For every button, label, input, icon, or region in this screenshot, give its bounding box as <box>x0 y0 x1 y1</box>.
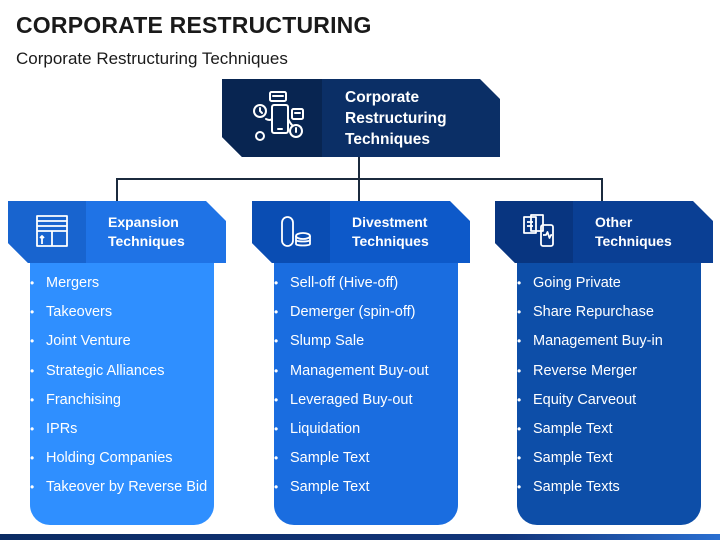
category-divestment: Divestment Techniques Sell-off (Hive-off… <box>252 201 470 525</box>
list-item: Sample Text <box>517 448 663 477</box>
list-item: Equity Carveout <box>517 390 663 419</box>
connector-right-drop <box>601 178 603 202</box>
category-label-line-1: Other <box>595 214 633 230</box>
center-label-line-2: Restructuring <box>345 110 447 127</box>
category-item-list: Sell-off (Hive-off) Demerger (spin-off) … <box>274 273 429 507</box>
footer-accent-bar <box>0 534 720 540</box>
list-item: Liquidation <box>274 419 429 448</box>
list-item: Sample Text <box>517 419 663 448</box>
list-item: IPRs <box>30 419 207 448</box>
list-item: Joint Venture <box>30 331 207 360</box>
category-label-line-2: Techniques <box>108 233 185 249</box>
list-item: Sample Texts <box>517 477 663 506</box>
connector-left-drop <box>116 178 118 202</box>
list-item: Slump Sale <box>274 331 429 360</box>
category-item-list: Going Private Share Repurchase Managemen… <box>517 273 663 507</box>
digital-devices-icon <box>253 91 304 141</box>
center-node-label: Corporate Restructuring Techniques <box>345 87 485 150</box>
center-label-line-3: Techniques <box>345 131 430 148</box>
list-item: Share Repurchase <box>517 302 663 331</box>
slide-title: CORPORATE RESTRUCTURING <box>16 12 372 38</box>
list-item: Takeovers <box>30 302 207 331</box>
category-label-line-2: Techniques <box>352 233 429 249</box>
category-expansion: Expansion Techniques Mergers Takeovers J… <box>8 201 226 525</box>
category-label: Other Techniques <box>595 213 705 251</box>
category-other: Other Techniques Going Private Share Rep… <box>495 201 713 525</box>
list-item: Sample Text <box>274 448 429 477</box>
list-item: Leveraged Buy-out <box>274 390 429 419</box>
category-label: Expansion Techniques <box>108 213 218 251</box>
documents-phone-icon <box>523 214 554 247</box>
list-item: Sell-off (Hive-off) <box>274 273 429 302</box>
coins-stack-icon <box>281 216 311 247</box>
connector-middle-drop <box>358 178 360 202</box>
list-item: Management Buy-in <box>517 331 663 360</box>
center-node: Corporate Restructuring Techniques <box>222 79 500 157</box>
blinds-window-icon <box>36 215 68 247</box>
list-item: Takeover by Reverse Bid <box>30 477 207 506</box>
list-item: Strategic Alliances <box>30 361 207 390</box>
category-header-shape <box>495 201 713 263</box>
list-item: Reverse Merger <box>517 361 663 390</box>
list-item: Sample Text <box>274 477 429 506</box>
list-item: Franchising <box>30 390 207 419</box>
list-item: Holding Companies <box>30 448 207 477</box>
slide-subtitle: Corporate Restructuring Techniques <box>16 49 288 68</box>
list-item: Management Buy-out <box>274 361 429 390</box>
list-item: Demerger (spin-off) <box>274 302 429 331</box>
category-label-line-1: Expansion <box>108 214 179 230</box>
category-label-line-1: Divestment <box>352 214 428 230</box>
category-label: Divestment Techniques <box>352 213 462 251</box>
list-item: Going Private <box>517 273 663 302</box>
connector-vertical-center <box>358 157 360 179</box>
list-item: Mergers <box>30 273 207 302</box>
center-label-line-1: Corporate <box>345 89 420 106</box>
category-item-list: Mergers Takeovers Joint Venture Strategi… <box>30 273 207 507</box>
category-label-line-2: Techniques <box>595 233 672 249</box>
category-header-shape <box>252 201 470 263</box>
